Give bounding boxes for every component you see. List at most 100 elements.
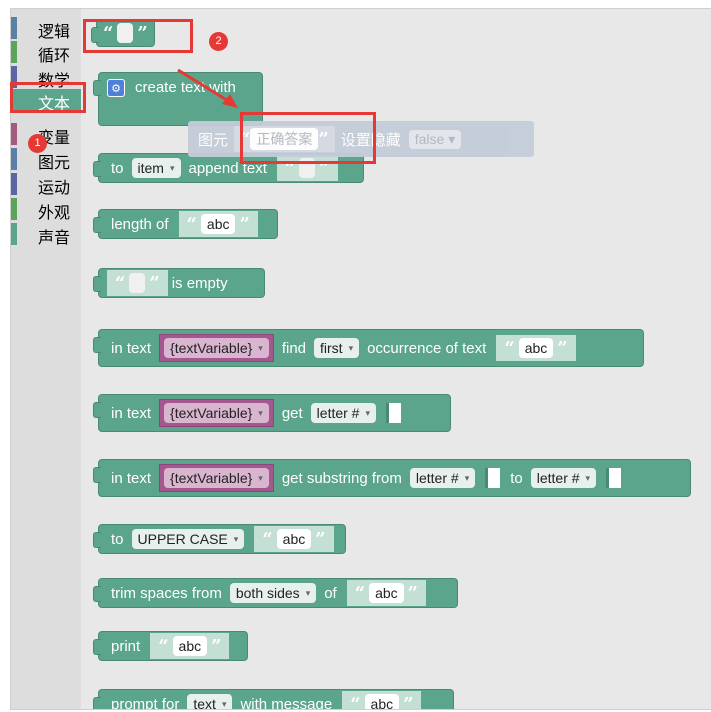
- category-looks[interactable]: 外观: [11, 198, 81, 222]
- block-label: to: [111, 159, 124, 177]
- chevron-down-icon: ▾: [448, 130, 456, 147]
- quote-close-icon: ”: [149, 272, 160, 294]
- annotation-badge-1: 1: [28, 134, 47, 153]
- dropdown-value: {textVariable}: [170, 340, 253, 356]
- block-label: with message: [240, 695, 333, 710]
- quote-close-icon: ”: [137, 22, 148, 44]
- category-logic[interactable]: 逻辑: [11, 17, 81, 41]
- category-loops[interactable]: 循环: [11, 41, 81, 65]
- variable-block[interactable]: {textVariable}▾: [159, 399, 274, 427]
- block-label: is empty: [171, 274, 228, 292]
- text-input[interactable]: abc: [364, 694, 400, 709]
- quote-close-icon: ”: [557, 337, 568, 359]
- get-substring-block[interactable]: in text {textVariable}▾ get substring fr…: [93, 459, 691, 497]
- block-label: length of: [111, 215, 169, 233]
- is-empty-block[interactable]: “ ” is empty: [93, 268, 265, 298]
- variable-block[interactable]: {textVariable}▾: [159, 334, 274, 362]
- text-literal-input[interactable]: “ abc ”: [496, 335, 576, 361]
- quote-open-icon: “: [284, 157, 296, 179]
- to-position-dropdown[interactable]: letter # ▾: [530, 468, 597, 488]
- category-sprite[interactable]: 图元: [11, 148, 81, 172]
- number-input-socket[interactable]: [386, 403, 402, 423]
- quote-open-icon: “: [350, 693, 361, 710]
- quote-close-icon: ”: [239, 213, 250, 235]
- ghost-text-input[interactable]: “ 正确答案 ”: [234, 126, 335, 152]
- prompt-type-dropdown[interactable]: text▾: [187, 694, 233, 710]
- category-color-swatch: [11, 198, 17, 220]
- chevron-down-icon: ▾: [348, 343, 354, 353]
- text-literal-input[interactable]: “ abc ”: [150, 633, 230, 659]
- category-color-swatch: [11, 41, 17, 63]
- quote-open-icon: “: [103, 22, 114, 44]
- dragged-sprite-block-ghost[interactable]: 图元 “ 正确答案 ” 设置隐藏 false ▾: [188, 121, 534, 157]
- trim-side-dropdown[interactable]: both sides▾: [229, 583, 317, 603]
- dropdown-value: UPPER CASE: [137, 531, 228, 547]
- highlight-box-drop-target: [240, 112, 376, 164]
- mutator-gear-icon[interactable]: ⚙: [107, 79, 125, 97]
- text-literal-block[interactable]: “ ”: [91, 19, 155, 47]
- category-math[interactable]: 数学: [11, 66, 81, 90]
- text-input[interactable]: abc: [200, 214, 236, 234]
- text-literal-input[interactable]: “ abc ”: [254, 526, 334, 552]
- variable-dropdown[interactable]: item▾: [131, 158, 181, 178]
- find-occurrence-block[interactable]: in text {textVariable}▾ find first▾ occu…: [93, 329, 644, 367]
- text-literal-input[interactable]: “ abc ”: [346, 580, 427, 606]
- print-block[interactable]: print “ abc ”: [93, 631, 248, 661]
- get-letter-block[interactable]: in text {textVariable}▾ get letter #▾: [93, 394, 451, 432]
- block-label: get: [281, 404, 303, 422]
- text-input[interactable]: abc: [369, 583, 404, 603]
- chevron-down-icon: ▾: [233, 534, 239, 544]
- dropdown-value: letter #: [536, 470, 580, 486]
- quote-open-icon: “: [240, 128, 251, 150]
- variable-dropdown[interactable]: {textVariable}▾: [164, 338, 269, 358]
- highlight-box-text-literal: [83, 19, 193, 53]
- text-literal-input[interactable]: “ abc ”: [178, 211, 258, 237]
- category-text[interactable]: 文本: [11, 89, 81, 113]
- variable-dropdown[interactable]: {textVariable}▾: [164, 468, 269, 488]
- quote-close-icon: ”: [211, 635, 222, 657]
- text-input[interactable]: abc: [276, 529, 312, 549]
- ghost-label: 图元: [198, 131, 229, 149]
- category-label: 声音: [38, 228, 71, 247]
- first-last-dropdown[interactable]: first▾: [314, 338, 360, 358]
- dropdown-value: text: [193, 696, 216, 710]
- number-input-socket[interactable]: [485, 468, 501, 488]
- block-label: occurrence of text: [367, 339, 487, 357]
- number-input-socket[interactable]: [606, 468, 622, 488]
- prompt-block[interactable]: prompt for text▾ with message “ abc ”: [93, 689, 454, 710]
- block-label: in text: [111, 339, 152, 357]
- block-label: to: [111, 530, 124, 548]
- variable-dropdown[interactable]: {textVariable}▾: [164, 403, 269, 423]
- category-motion[interactable]: 运动: [11, 173, 81, 197]
- letter-position-dropdown[interactable]: letter #▾: [310, 403, 377, 423]
- category-color-swatch: [11, 123, 17, 145]
- length-of-block[interactable]: length of “ abc ”: [93, 209, 278, 239]
- variable-block[interactable]: {textVariable}▾: [159, 464, 274, 492]
- case-dropdown[interactable]: UPPER CASE ▾: [131, 529, 245, 549]
- text-literal-input[interactable]: “ ”: [107, 270, 168, 296]
- text-input-empty[interactable]: [117, 23, 134, 43]
- block-label: in text: [111, 404, 152, 422]
- text-input-empty[interactable]: [129, 273, 146, 293]
- change-case-block[interactable]: to UPPER CASE ▾ “ abc ”: [93, 524, 346, 554]
- category-toolbox: 逻辑 循环 数学 文本 变量 图元 运动 外观: [11, 9, 81, 709]
- dropdown-value: letter #: [415, 470, 459, 486]
- blocks-flyout: “ ” ⚙ create text with to item▾ append t…: [81, 9, 711, 709]
- text-input[interactable]: abc: [172, 636, 208, 656]
- trim-spaces-block[interactable]: trim spaces from both sides▾ of “ abc ”: [93, 578, 458, 608]
- dropdown-value: letter #: [316, 405, 360, 421]
- category-label: 逻辑: [38, 22, 71, 41]
- ghost-bool-dropdown[interactable]: false ▾: [408, 129, 462, 149]
- chevron-down-icon: ▾: [585, 473, 591, 483]
- category-sound[interactable]: 声音: [11, 223, 81, 247]
- quote-close-icon: ”: [315, 528, 326, 550]
- text-literal-input[interactable]: “ abc ”: [342, 691, 422, 710]
- chevron-down-icon: ▾: [258, 408, 263, 418]
- category-label: 文本: [38, 94, 71, 113]
- from-position-dropdown[interactable]: letter #▾: [409, 468, 476, 488]
- quote-open-icon: “: [354, 582, 366, 604]
- quote-close-icon: ”: [403, 693, 414, 710]
- quote-close-icon: ”: [318, 128, 329, 150]
- category-color-swatch: [11, 223, 17, 245]
- text-input[interactable]: abc: [518, 338, 554, 358]
